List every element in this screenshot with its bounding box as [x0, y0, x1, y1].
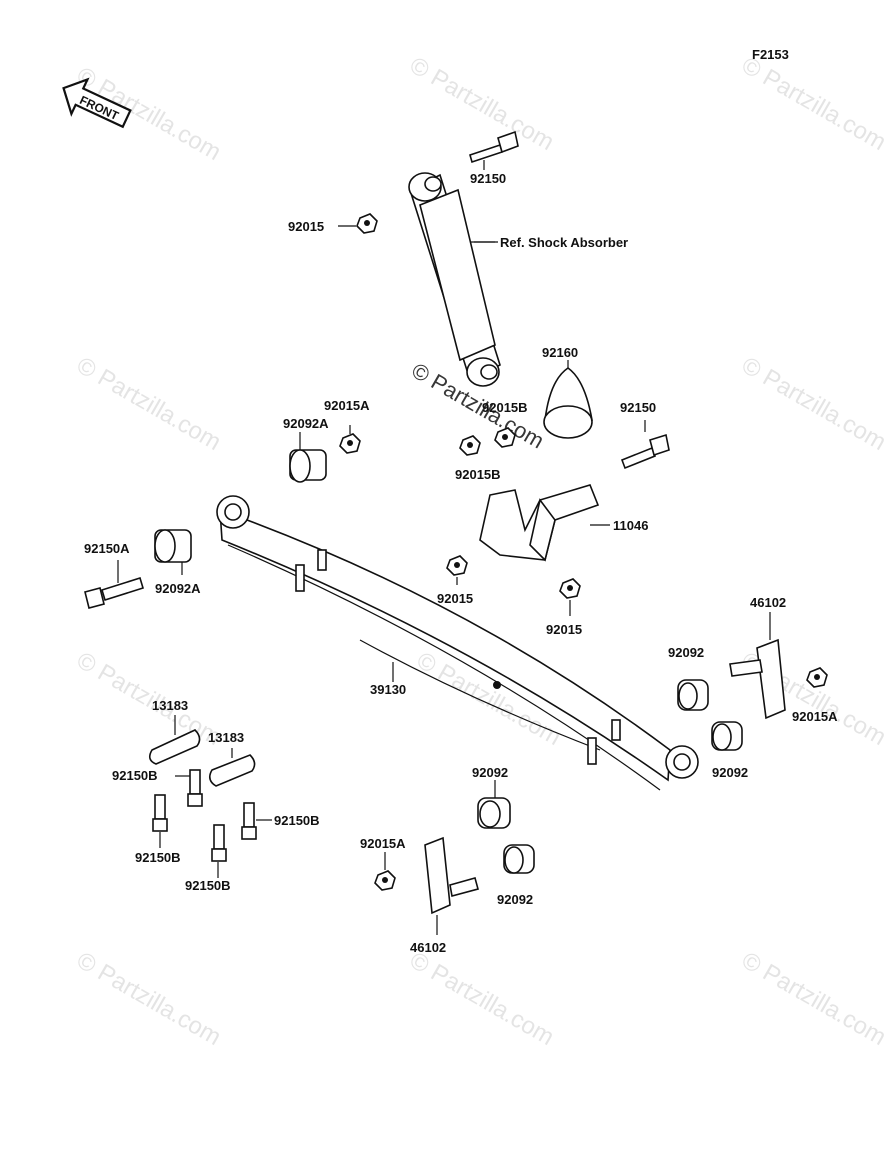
watermarks: © Partzilla.com © Partzilla.com © Partzi…: [72, 52, 891, 1051]
watermark: © Partzilla.com: [737, 52, 891, 156]
label-92015B-b: 92015B: [455, 467, 501, 482]
label-92092A-top: 92092A: [283, 416, 329, 431]
label-ref-shock: Ref. Shock Absorber: [500, 235, 628, 250]
label-39130: 39130: [370, 682, 406, 697]
label-92092-r2: 92092: [712, 765, 748, 780]
nut-92015A-top: [339, 425, 361, 454]
label-92092A-left: 92092A: [155, 581, 201, 596]
watermark: © Partzilla.com: [405, 947, 559, 1051]
label-92150B-b: 92150B: [274, 813, 320, 828]
nuts-92015-mid: [446, 555, 581, 616]
nut-92015-top: [338, 213, 378, 234]
label-46102-right: 46102: [750, 595, 786, 610]
label-92150A: 92150A: [84, 541, 130, 556]
watermark: © Partzilla.com: [737, 352, 891, 456]
label-11046: 11046: [613, 518, 648, 533]
bolt-92150-top: [469, 130, 519, 170]
label-92150-right: 92150: [620, 400, 656, 415]
figure-id: F2153: [752, 47, 789, 62]
label-92092-b1: 92092: [472, 765, 508, 780]
label-92150B-d: 92150B: [185, 878, 231, 893]
part-labels: 92150 92015 Ref. Shock Absorber 92160 92…: [84, 171, 838, 955]
watermark: © Partzilla.com: [72, 947, 226, 1051]
bump-stop-92160: [543, 360, 593, 439]
bushings-92092-bottom: [477, 780, 535, 874]
shock-absorber: [408, 172, 501, 387]
bushing-92092A-top: [289, 432, 327, 483]
label-92150-top: 92150: [470, 171, 506, 186]
nut-92015A-bottom: [374, 852, 396, 891]
label-92150B-c: 92150B: [135, 850, 181, 865]
shackle-46102-bottom: [424, 836, 479, 935]
label-13183-b: 13183: [208, 730, 244, 745]
watermark: © Partzilla.com: [72, 352, 226, 456]
nuts-92015B: [459, 427, 516, 456]
label-92015A-top: 92015A: [324, 398, 370, 413]
label-92015-mid: 92015: [437, 591, 473, 606]
watermark: © Partzilla.com: [737, 947, 891, 1051]
label-92150B-a: 92150B: [112, 768, 158, 783]
label-92015B-a: 92015B: [482, 400, 528, 415]
shackle-46102-right: [729, 612, 786, 720]
label-92015-top: 92015: [288, 219, 324, 234]
bolt-92150-right: [620, 420, 670, 470]
label-46102-bottom: 46102: [410, 940, 446, 955]
label-92015A-bottom: 92015A: [360, 836, 406, 851]
label-92092-b2: 92092: [497, 892, 533, 907]
bushing-92092A-left: [154, 529, 192, 575]
bracket-11046: [479, 484, 610, 562]
watermark: © Partzilla.com: [405, 52, 559, 156]
leaf-spring-39130: [216, 495, 699, 791]
bushings-92092-right: [677, 679, 743, 751]
bolts-92150B: [152, 769, 272, 878]
watermark: © Partzilla.com: [72, 647, 226, 751]
label-92160: 92160: [542, 345, 578, 360]
label-13183-a: 13183: [152, 698, 188, 713]
label-92015-mid2: 92015: [546, 622, 582, 637]
label-92092-r1: 92092: [668, 645, 704, 660]
bolt-92150A: [84, 560, 144, 609]
nut-92015A-right: [806, 667, 828, 688]
label-92015A-right: 92015A: [792, 709, 838, 724]
shackle-plates-13183: [148, 715, 256, 787]
